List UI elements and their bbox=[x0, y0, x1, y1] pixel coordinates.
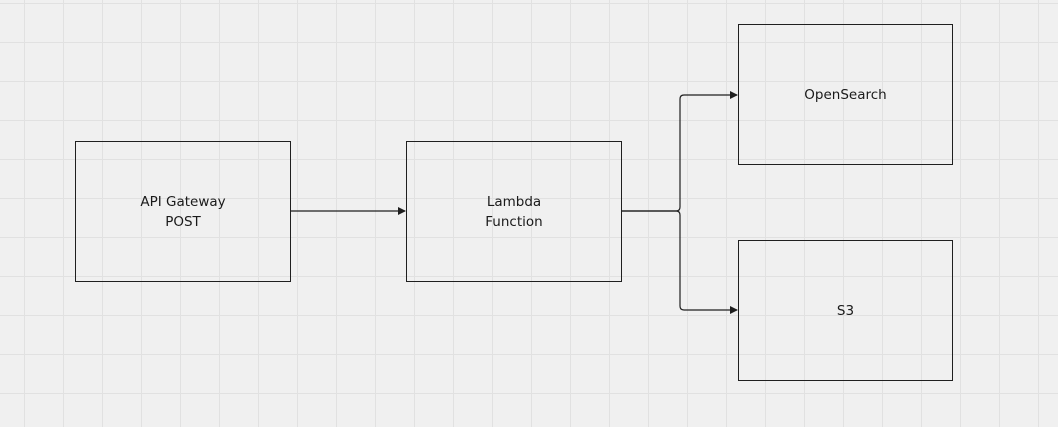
api-gateway-label-line2: POST bbox=[165, 213, 201, 230]
s3-node[interactable]: S3 bbox=[738, 240, 953, 381]
s3-label: S3 bbox=[836, 302, 855, 319]
edge-lambda-to-opensearch[interactable] bbox=[622, 91, 738, 212]
opensearch-node[interactable]: OpenSearch bbox=[738, 24, 953, 165]
api-gateway-node[interactable]: API Gateway POST bbox=[75, 141, 291, 282]
lambda-function-label-line2: Function bbox=[485, 213, 543, 230]
lambda-function-label-line1: Lambda bbox=[486, 193, 542, 210]
api-gateway-label-line1: API Gateway bbox=[140, 193, 226, 210]
edge-lambda-to-s3[interactable] bbox=[622, 210, 738, 314]
api-gateway-label: API Gateway POST bbox=[140, 192, 225, 232]
opensearch-label: OpenSearch bbox=[804, 86, 887, 103]
lambda-function-node[interactable]: Lambda Function bbox=[406, 141, 622, 282]
lambda-function-label: Lambda Function bbox=[485, 192, 542, 232]
